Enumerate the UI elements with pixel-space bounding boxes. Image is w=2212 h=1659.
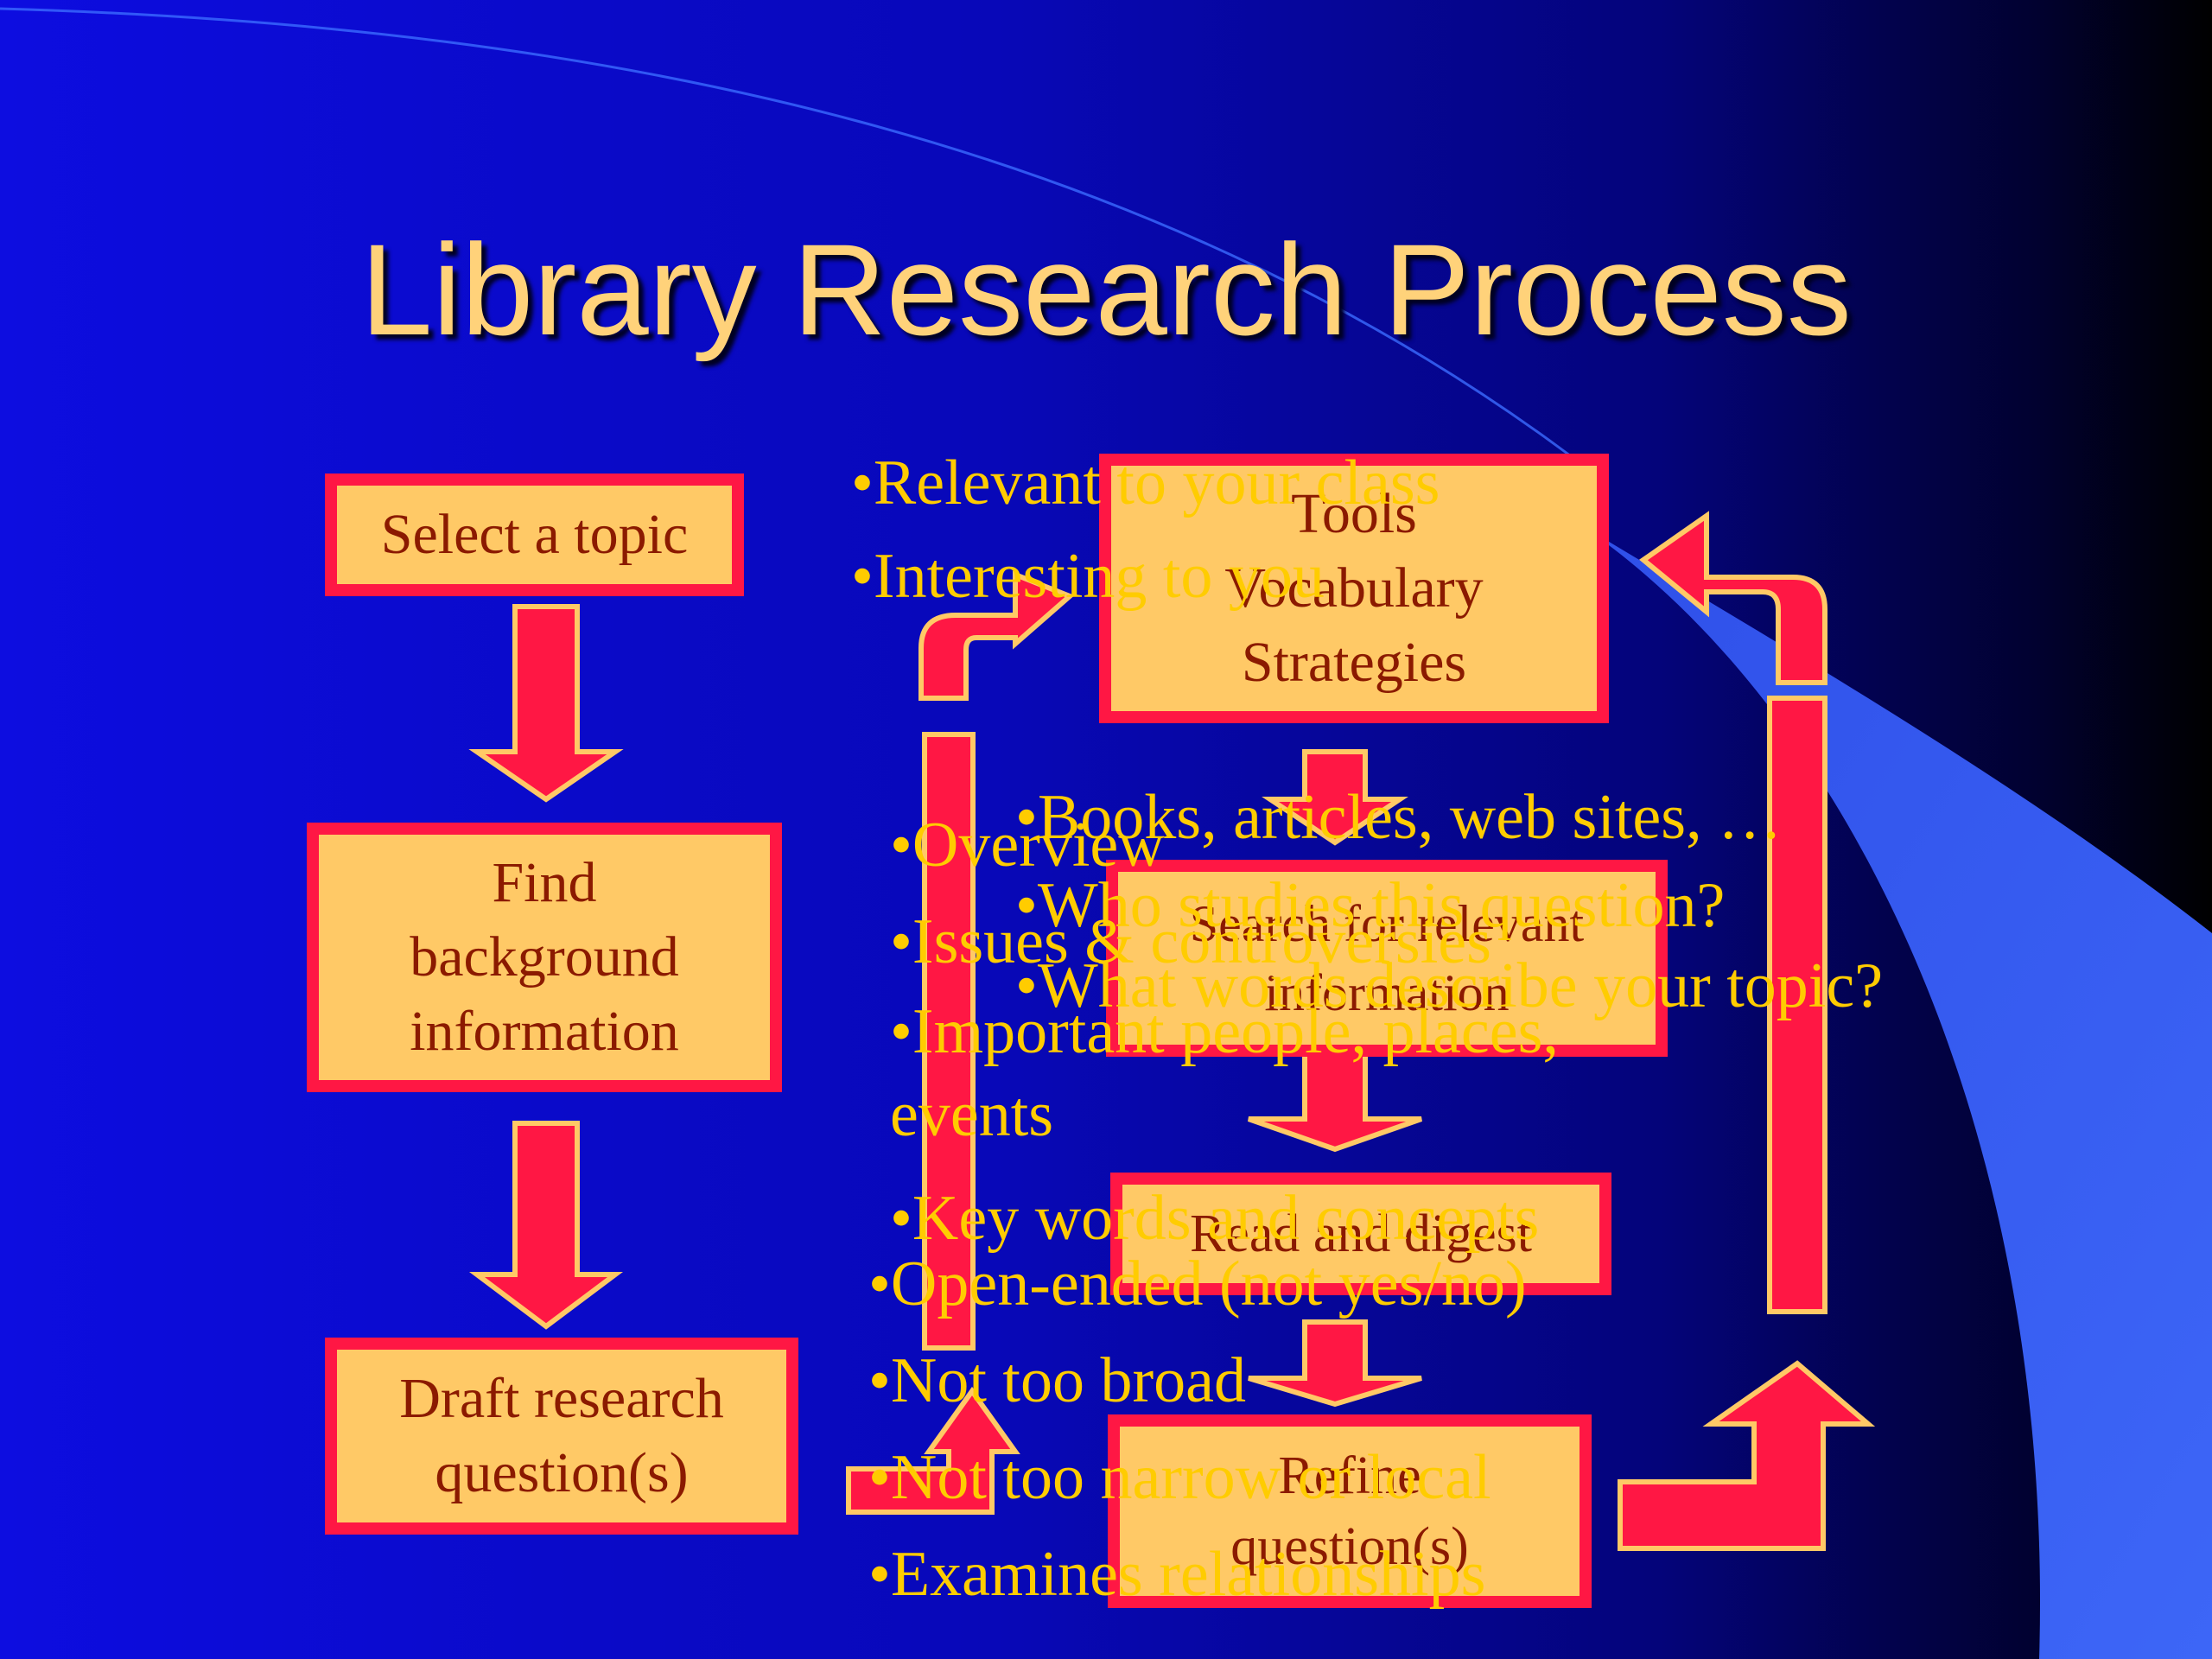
find-background-label: Find background information (410, 851, 679, 1063)
draft-question-label: Draft research question(s) (399, 1367, 724, 1504)
arrow-corner-back-to-tools (1639, 511, 1827, 685)
question-point: Open-ended (not yes/no) (868, 1236, 1732, 1332)
question-point: Examines relationships (868, 1526, 1732, 1623)
select-topic-label: Select a topic (380, 503, 689, 566)
draft-question-box: Draft research question(s) (325, 1338, 798, 1535)
question-point: Not too narrow or local (868, 1429, 1732, 1526)
question-point: Not too broad (868, 1332, 1732, 1429)
source-points-overlay: Books, articles, web sites, … Who studie… (1015, 773, 1931, 1022)
arrow-down-2 (469, 1121, 623, 1330)
slide-title: Library Research Process (360, 217, 1852, 362)
topic-point: Interesting to you (851, 530, 1629, 623)
background-swoosh (1512, 484, 2212, 1659)
topic-points-overlay: Relevant to your class Interesting to yo… (851, 436, 1629, 623)
select-topic-box: Select a topic (325, 474, 744, 596)
arrow-down-1 (468, 604, 624, 803)
question-points-overlay: Open-ended (not yes/no) Not too broad No… (868, 1236, 1732, 1623)
find-background-box: Find background information (307, 823, 782, 1092)
topic-point: Relevant to your class (851, 436, 1629, 530)
source-point: Who studies this question? (1015, 861, 1931, 950)
source-point: Books, articles, web sites, … (1015, 773, 1931, 861)
source-point: What words describe your topic? (1015, 950, 1931, 1022)
background-curve-line (0, 7, 1608, 486)
